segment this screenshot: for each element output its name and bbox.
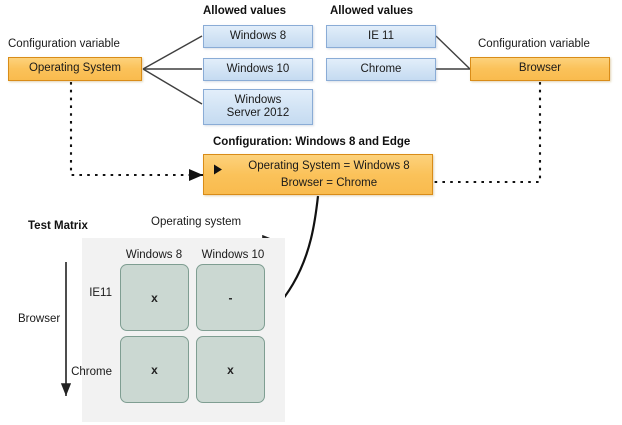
matrix-row-header-chrome: Chrome (71, 366, 112, 378)
os-variable-label: Operating System (28, 62, 122, 75)
browser-connector-lines (435, 35, 471, 70)
matrix-cell-ie11-windows-8[interactable]: x (120, 264, 189, 331)
configuration-line-browser: Browser = Chrome (280, 176, 378, 189)
matrix-cell-chrome-windows-8[interactable]: x (120, 336, 189, 403)
os-allowed-values-caption: Allowed values (203, 5, 287, 17)
play-triangle-icon (214, 164, 222, 174)
matrix-cell-value: x (151, 290, 158, 305)
matrix-cell-value: - (228, 290, 233, 305)
matrix-cell-value: x (151, 362, 158, 377)
configuration-box[interactable]: Operating System = Windows 8 Browser = C… (203, 154, 433, 195)
os-value-label-line2: Server 2012 (226, 107, 290, 119)
browser-value-label: Chrome (360, 62, 402, 75)
configuration-line-os: Operating System = Windows 8 (248, 159, 410, 172)
matrix-cell-chrome-windows-10[interactable]: x (196, 336, 265, 403)
browser-value-box-chrome[interactable]: Chrome (326, 58, 436, 81)
matrix-column-header-windows-8: Windows 8 (125, 249, 183, 261)
os-variable-box[interactable]: Operating System (8, 57, 142, 81)
matrix-cell-ie11-windows-10[interactable]: - (196, 264, 265, 331)
matrix-title: Test Matrix (28, 220, 88, 232)
browser-allowed-values-caption: Allowed values (330, 5, 414, 17)
os-connector-lines (142, 35, 203, 105)
browser-value-label: IE 11 (368, 29, 394, 42)
browser-variable-caption: Configuration variable (478, 38, 590, 50)
configuration-title: Configuration: Windows 8 and Edge (213, 136, 411, 148)
browser-variable-box[interactable]: Browser (470, 57, 610, 81)
matrix-y-axis-label: Browser (18, 313, 61, 325)
matrix-cell-value: x (227, 362, 234, 377)
os-value-label-line1: Windows (234, 93, 282, 106)
os-value-box-windows-server-2012[interactable]: Windows Server 2012 (203, 89, 313, 125)
os-variable-caption: Configuration variable (8, 38, 120, 50)
matrix-x-axis-label: Operating system (151, 216, 242, 228)
os-value-box-windows-10[interactable]: Windows 10 (203, 58, 313, 81)
os-to-config-dotted (69, 82, 197, 177)
os-value-label: Windows 8 (229, 29, 287, 42)
browser-value-box-ie-11[interactable]: IE 11 (326, 25, 436, 48)
browser-variable-label: Browser (518, 62, 562, 75)
matrix-column-header-windows-10: Windows 10 (201, 249, 265, 261)
os-value-box-windows-8[interactable]: Windows 8 (203, 25, 313, 48)
matrix-row-header-ie11: IE11 (89, 287, 112, 299)
os-value-label: Windows 10 (226, 62, 290, 75)
